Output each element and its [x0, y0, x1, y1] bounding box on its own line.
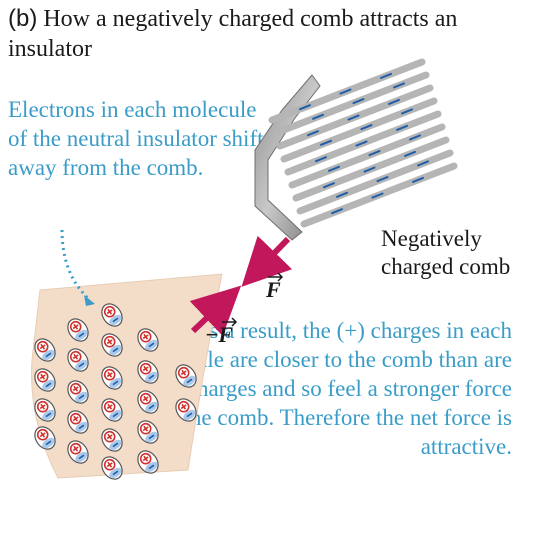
comb-label: Negatively charged comb	[381, 226, 511, 279]
force-arrow-on-comb	[241, 235, 293, 287]
insulator-molecules	[34, 303, 197, 480]
positive-charge	[36, 370, 49, 383]
polarized-molecule	[67, 380, 89, 404]
positive-charge	[69, 320, 82, 333]
comb-negative-charge	[336, 191, 348, 198]
polarized-molecule	[137, 360, 159, 384]
positive-charge	[139, 392, 152, 405]
positive-charge	[69, 382, 82, 395]
positive-charge	[103, 305, 116, 318]
positive-charge	[139, 362, 152, 375]
comb-negative-charge	[347, 114, 360, 121]
comb-negative-charge	[352, 98, 365, 105]
positive-charge	[103, 335, 116, 348]
positive-charge	[69, 412, 82, 425]
comb-negative-charge	[355, 140, 368, 147]
comb-negative-charge	[404, 150, 416, 157]
polarized-molecule	[137, 390, 159, 414]
positive-charge	[36, 400, 49, 413]
polarized-molecule	[137, 420, 159, 444]
comb-negative-charge	[409, 134, 421, 141]
polarized-molecule	[34, 426, 56, 450]
polarized-molecule	[101, 303, 123, 327]
comb-negative-charge	[388, 98, 400, 105]
polarized-molecule	[67, 440, 89, 464]
comb-negative-charge	[363, 166, 376, 173]
pointer-dotted-arrow	[60, 229, 91, 302]
comb-teeth	[268, 58, 458, 228]
polarized-molecule	[101, 366, 123, 390]
comb-negative-charge	[360, 124, 373, 131]
comb-negative-charge	[299, 104, 311, 111]
positive-charge	[103, 458, 116, 471]
polarized-molecule	[175, 398, 197, 422]
comb-negative-charge	[320, 139, 332, 146]
force-label-f: F	[265, 277, 281, 302]
comb-negative-charge	[331, 208, 343, 215]
comb-negative-charge	[380, 72, 392, 79]
positive-charge	[36, 428, 49, 441]
positive-charge	[139, 422, 152, 435]
title-text: How a negatively charged comb attracts a…	[8, 6, 458, 62]
polarized-molecule	[67, 410, 89, 434]
positive-charge	[177, 366, 190, 379]
polarized-molecule	[101, 398, 123, 422]
comb-negative-charge	[315, 156, 327, 163]
comb-negative-charge	[328, 165, 340, 172]
comb-negative-charge	[412, 176, 424, 183]
comb-negative-charge	[393, 82, 405, 89]
comb-negative-charge	[307, 130, 319, 137]
electron-shift-annotation: Electrons in each molecule of the neutra…	[8, 97, 264, 180]
positive-charge	[103, 368, 116, 381]
figure-title: (b) How a negatively charged comb attrac…	[8, 4, 528, 64]
positive-charge	[69, 350, 82, 363]
polarized-molecule	[101, 428, 123, 452]
vector-arrow-f	[268, 272, 284, 282]
comb-negative-charge	[376, 176, 389, 183]
positive-charge	[36, 340, 49, 353]
comb-negative-charge	[396, 124, 408, 131]
comb-negative-charge	[368, 150, 381, 157]
polarized-molecule	[67, 318, 89, 342]
polarized-molecule	[175, 364, 197, 388]
force-arrow-on-insulator	[189, 285, 242, 337]
charged-comb	[254, 58, 458, 241]
comb-negative-charge	[339, 88, 352, 95]
vector-arrow-neg-f	[222, 317, 238, 327]
positive-charge	[103, 400, 116, 413]
polarized-molecule	[34, 338, 56, 362]
polarized-molecule	[67, 348, 89, 372]
comb-negative-charge	[371, 192, 384, 199]
positive-charge	[69, 442, 82, 455]
positive-charge	[103, 430, 116, 443]
polarized-molecule	[137, 328, 159, 352]
part-label: (b)	[8, 5, 38, 32]
positive-charge	[177, 400, 190, 413]
polarized-molecule	[34, 398, 56, 422]
polarized-molecule	[34, 368, 56, 392]
polarized-molecule	[137, 450, 159, 474]
comb-negative-charge	[417, 160, 429, 167]
force-label-neg-f: −F	[205, 322, 233, 347]
comb-negative-charge	[323, 182, 335, 189]
comb-negative-charge	[401, 108, 413, 115]
pointer-arrowhead	[84, 295, 95, 306]
polarized-molecule	[101, 456, 123, 480]
polarized-molecule	[101, 333, 123, 357]
positive-charge	[139, 452, 152, 465]
comb-negative-charge	[312, 113, 324, 120]
positive-charge	[139, 330, 152, 343]
